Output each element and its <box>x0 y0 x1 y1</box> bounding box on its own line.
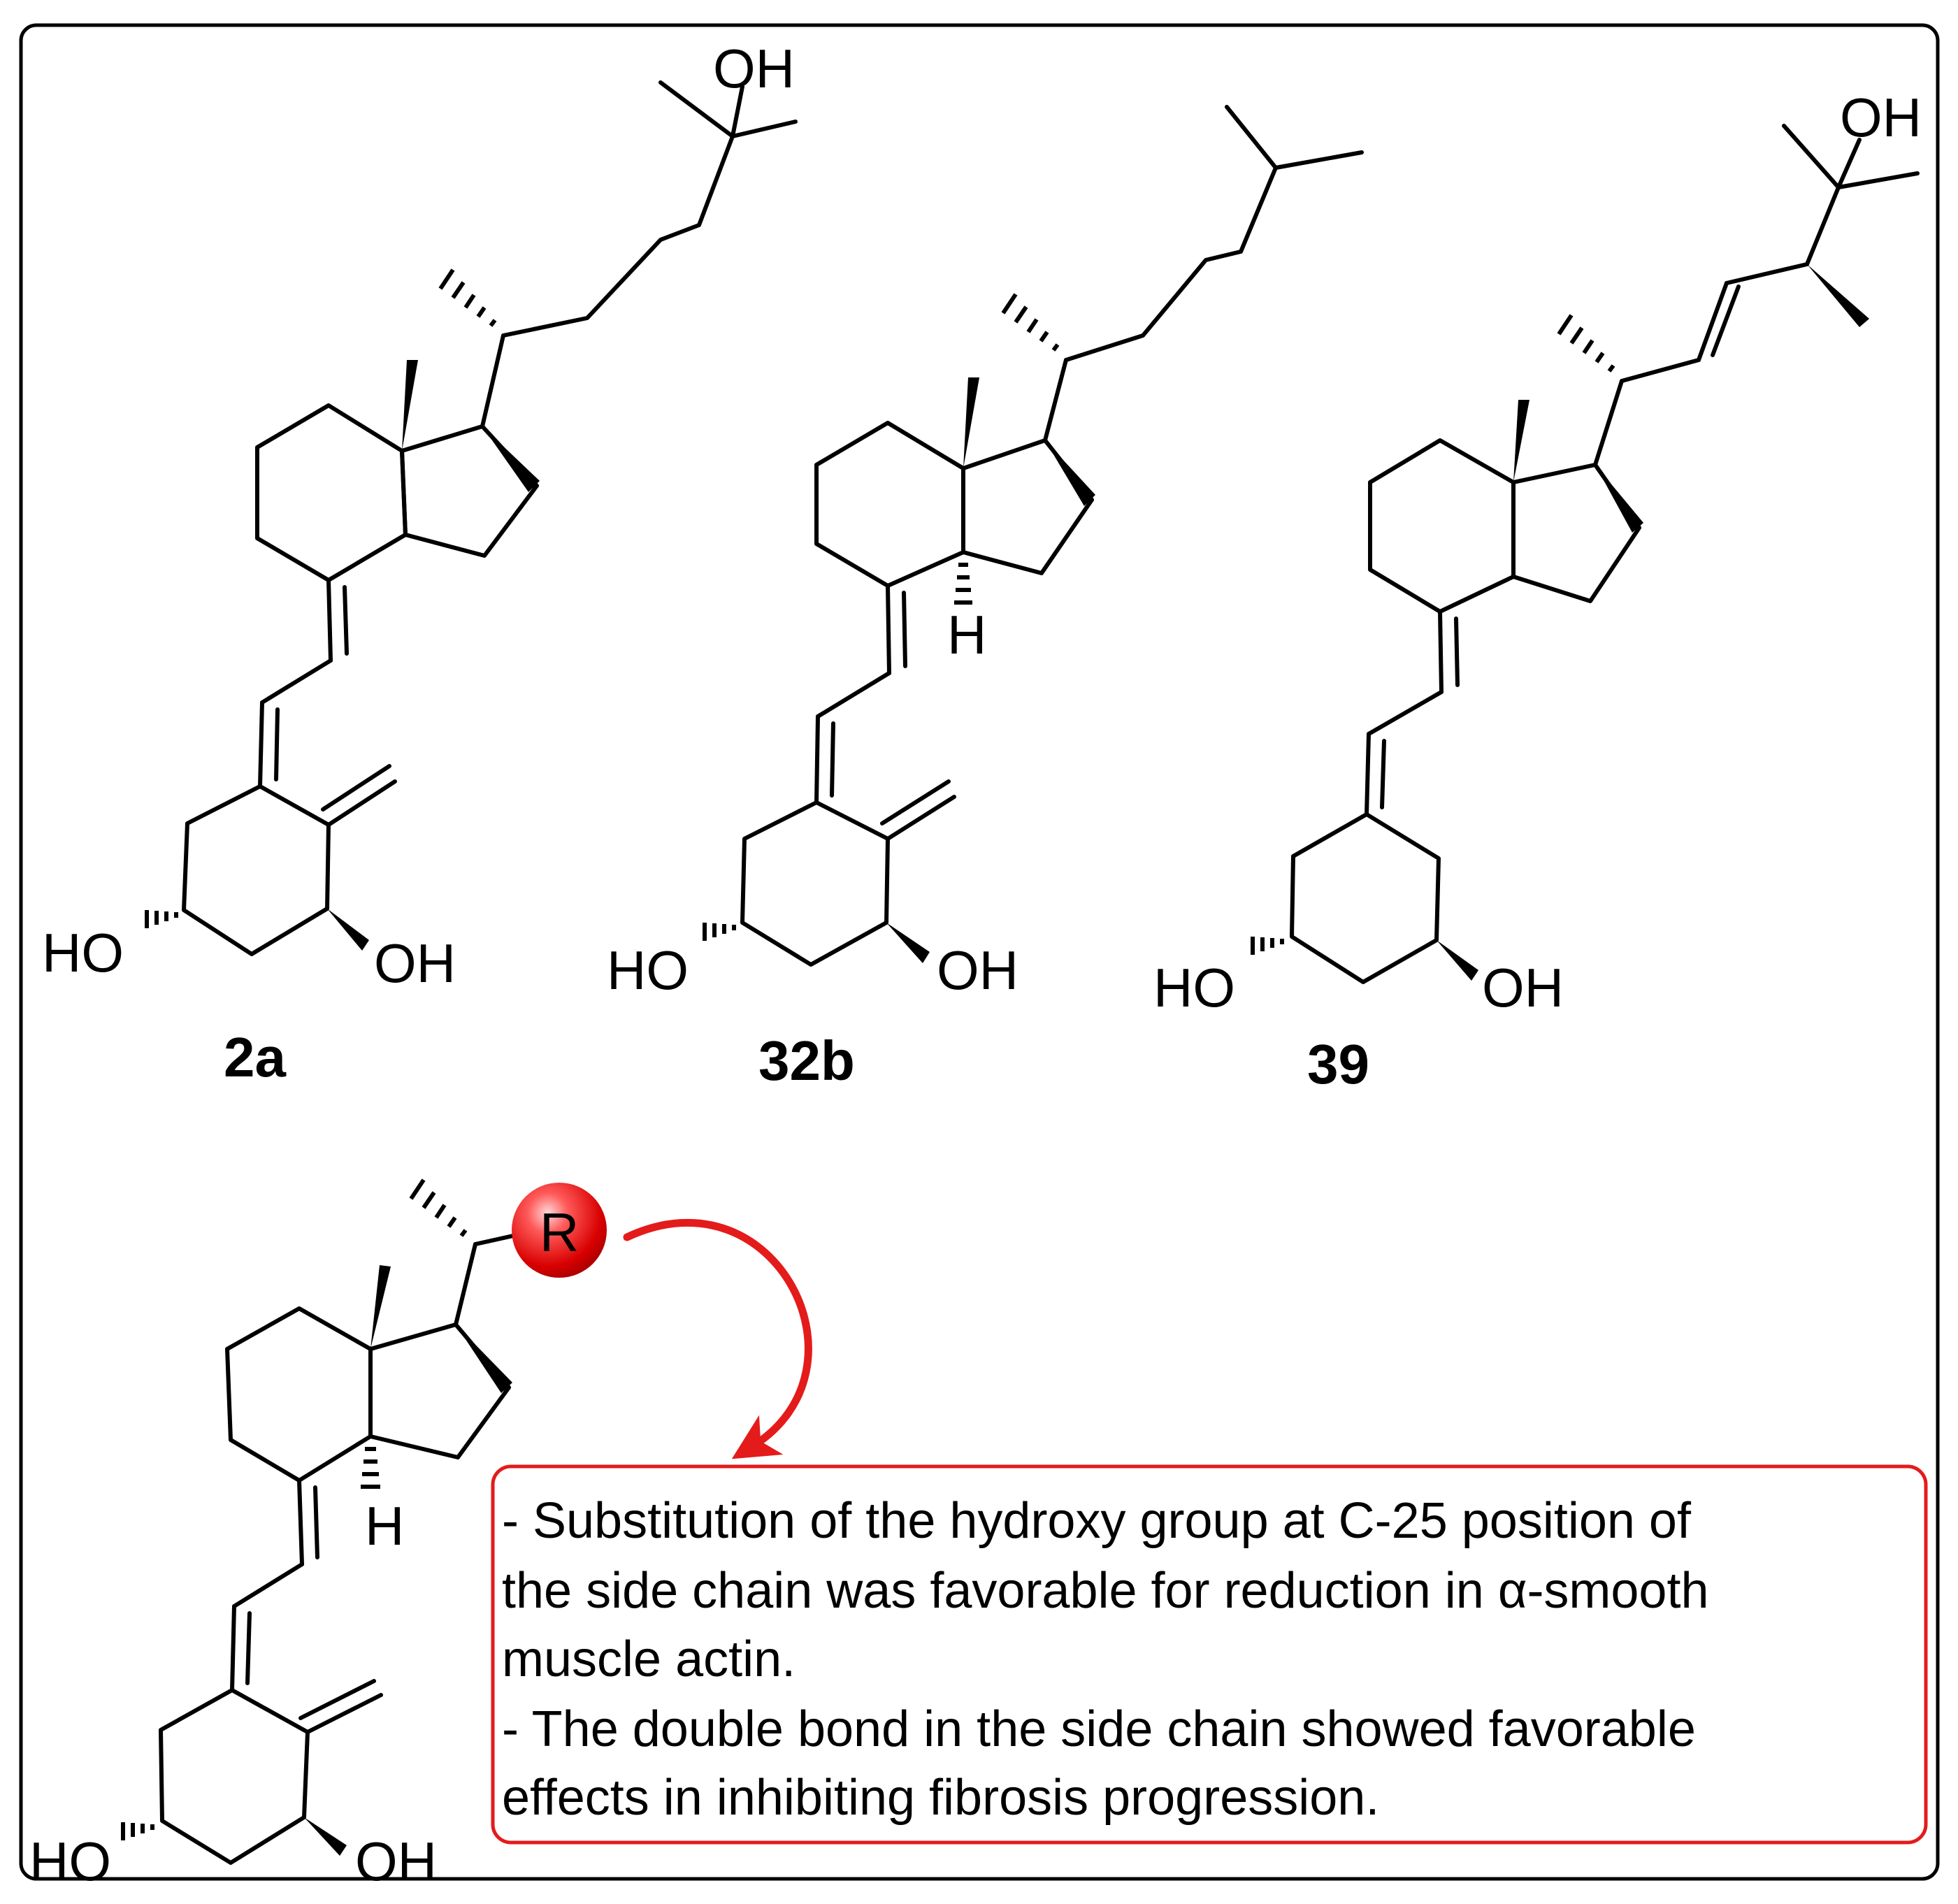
structure-32b <box>703 105 1364 967</box>
note-line: effects in inhibiting fibrosis progressi… <box>502 1770 1379 1826</box>
atom-label-ho: HO <box>29 1831 111 1892</box>
atom-label-oh: OH <box>355 1831 437 1892</box>
compound-label: 39 <box>1307 1033 1369 1095</box>
wedge-bond <box>1807 264 1869 327</box>
compound-label: 32b <box>758 1030 855 1092</box>
wedge-bond <box>963 377 979 468</box>
atom-label-oh: OH <box>374 932 456 994</box>
note-line: the side chain was favorable for reducti… <box>502 1563 1709 1619</box>
hashed-bond <box>954 563 972 605</box>
atom-label-ho: HO <box>607 939 689 1001</box>
wedge-bond <box>456 1325 512 1393</box>
note-box <box>491 1464 1928 1845</box>
structure-39 <box>1251 124 1920 984</box>
compound-label: 2a <box>224 1026 286 1088</box>
red-curved-arrow <box>623 1218 812 1459</box>
hashed-bond <box>1001 293 1060 352</box>
note-line: muscle actin. <box>502 1631 796 1687</box>
hashed-bond <box>1557 314 1615 373</box>
wedge-bond <box>370 1265 391 1349</box>
structure-general <box>121 1178 540 1865</box>
atom-label-h: H <box>947 604 986 665</box>
note-line: - The double bond in the side chain show… <box>502 1701 1696 1757</box>
atom-label-oh: OH <box>1482 957 1564 1018</box>
hashed-bond <box>121 1822 154 1840</box>
atom-label-h: H <box>365 1495 404 1557</box>
r-group-label: R <box>540 1202 579 1263</box>
wedge-bond <box>1513 400 1529 482</box>
wedge-bond <box>886 923 930 963</box>
hashed-bond <box>438 268 497 327</box>
hashed-bond <box>1251 937 1284 955</box>
wedge-bond <box>304 1817 347 1856</box>
wedge-bond <box>402 360 418 451</box>
note-line: - Substitution of the hydroxy group at C… <box>502 1493 1692 1549</box>
wedge-bond <box>1437 940 1478 981</box>
hashed-bond <box>361 1447 380 1489</box>
atom-label-oh: OH <box>1840 87 1922 148</box>
atom-label-oh: OH <box>937 939 1018 1001</box>
atom-label-ho: HO <box>42 922 124 983</box>
r-group-ball <box>512 1183 607 1278</box>
atom-label-oh: OH <box>713 38 795 99</box>
wedge-bond <box>1595 465 1643 533</box>
atom-label-ho: HO <box>1153 957 1235 1018</box>
hashed-bond <box>703 923 736 941</box>
structure-2a <box>145 80 798 956</box>
wedge-bond <box>327 909 369 951</box>
hashed-bond <box>145 910 178 928</box>
outer-frame <box>19 23 1940 1881</box>
wedge-bond <box>1045 440 1095 506</box>
hashed-bond <box>409 1178 468 1237</box>
wedge-bond <box>482 426 540 492</box>
